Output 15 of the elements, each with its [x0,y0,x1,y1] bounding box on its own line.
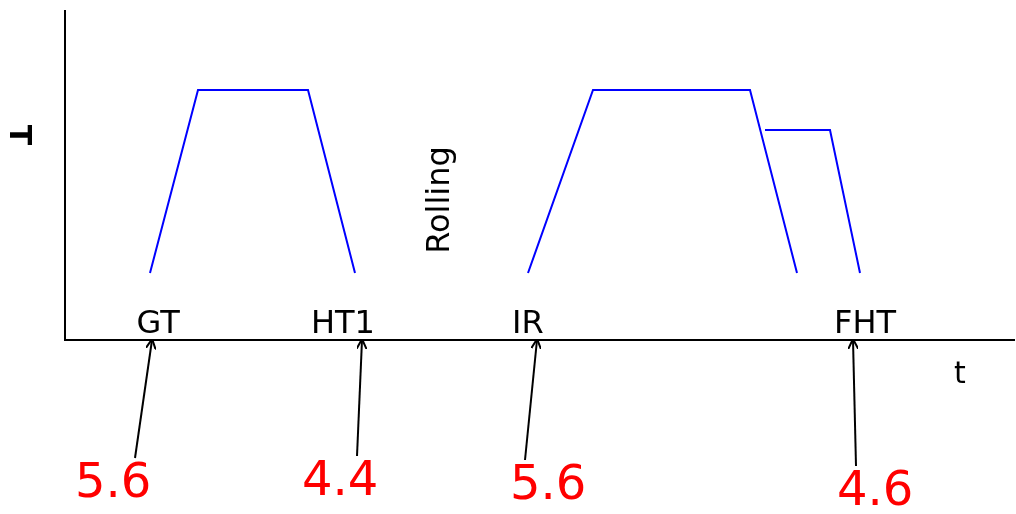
value-label: 5.6 [75,456,152,504]
arrow [524,338,543,461]
stage-label: FHT [834,306,896,338]
arrow [355,338,368,457]
stage-label: HT1 [311,306,375,338]
axis-label: Rolling [421,146,454,254]
axis-label: T [5,124,36,146]
value-label: 4.4 [302,454,379,502]
axis-label: t [954,358,966,388]
value-label: 4.6 [837,464,914,512]
stage-label: GT [136,306,180,338]
arrow [847,338,860,467]
value-label: 5.6 [510,458,587,506]
stage-label: IR [512,306,544,338]
arrow [134,338,157,459]
